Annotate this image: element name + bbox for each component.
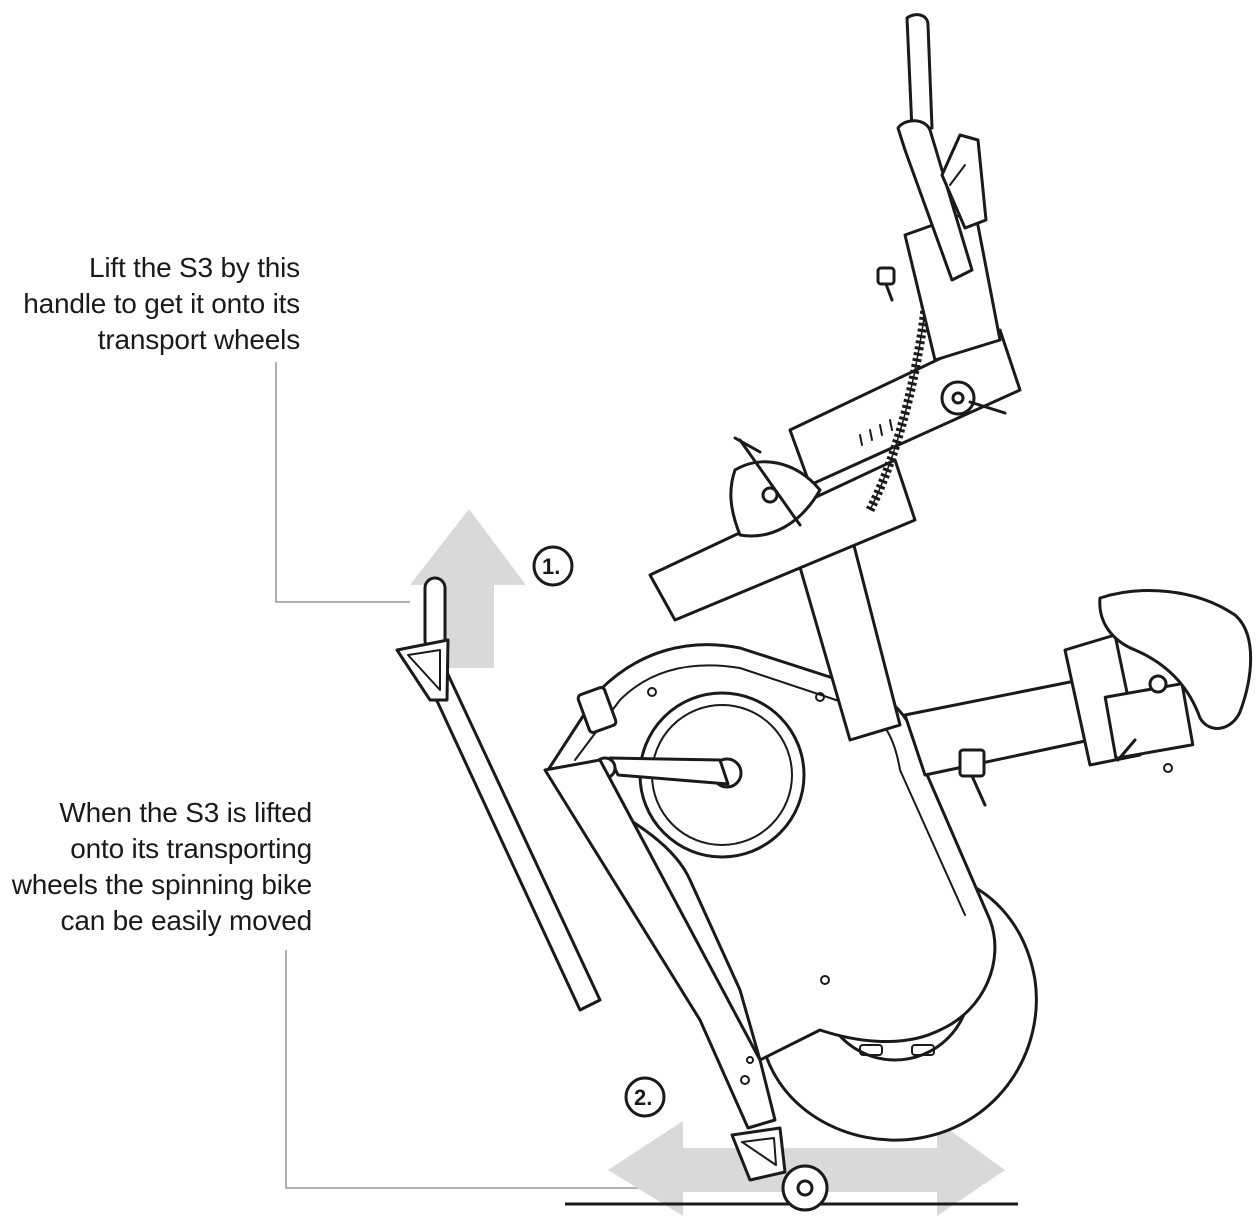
lift-callout-line-1: Lift the S3 by this <box>89 252 300 283</box>
lift-up-arrow <box>410 509 526 668</box>
step-one-label: 1. <box>542 554 560 579</box>
handlebar-stem <box>876 208 1007 416</box>
move-callout-line-1: When the S3 is lifted <box>59 797 312 828</box>
move-callout-line-4: can be easily moved <box>60 905 313 936</box>
move-callout-line-3: wheels the spinning bike <box>11 869 312 900</box>
front-leg <box>423 666 777 1130</box>
handlebars <box>896 13 988 282</box>
transport-wheel <box>730 1126 829 1212</box>
lift-handle-callout: Lift the S3 by this handle to get it ont… <box>10 250 300 358</box>
step-two-label: 2. <box>634 1085 652 1110</box>
crank-arm <box>576 686 730 786</box>
step-two-badge: 2. <box>624 1076 666 1118</box>
front-lift-handle <box>395 576 450 702</box>
lift-callout-line-2: handle to get it onto its <box>23 288 300 319</box>
move-bike-callout: When the S3 is lifted onto its transport… <box>0 795 312 939</box>
step-one-badge: 1. <box>532 545 574 587</box>
move-callout-line-2: onto its transporting <box>70 833 312 864</box>
move-leader-line <box>285 950 780 1189</box>
seat-assembly <box>903 589 1253 807</box>
lift-callout-line-3: transport wheels <box>97 324 300 355</box>
lift-leader-line <box>275 362 410 603</box>
